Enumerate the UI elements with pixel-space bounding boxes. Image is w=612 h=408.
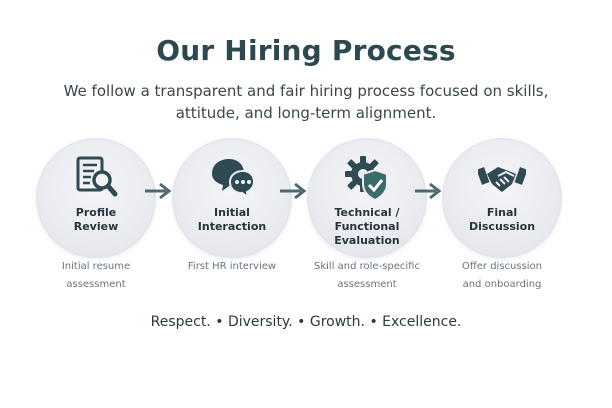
step-description: Initial resume assessment	[31, 258, 161, 294]
resume-magnifier-icon	[76, 156, 118, 197]
values-tagline: Respect. • Diversity. • Growth. • Excell…	[0, 314, 612, 330]
subtitle-line-2: attitude, and long-term alignment.	[175, 104, 437, 122]
step-description: First HR interview	[167, 258, 297, 276]
step-label-line: Functional	[334, 220, 400, 233]
step-initial-interaction: Initial Interaction	[174, 140, 290, 256]
step-label: Final Discussion	[448, 206, 556, 234]
arrow-right-icon	[145, 182, 172, 200]
step-label: Profile Review	[42, 206, 150, 234]
step-final-discussion: Final Discussion	[444, 140, 560, 256]
step-label: Initial Interaction	[178, 206, 286, 234]
step-description-line: Initial resume	[61, 261, 131, 272]
value-diversity: Diversity.	[227, 314, 293, 330]
step-description-line: First HR interview	[187, 261, 277, 272]
value-respect: Respect.	[150, 314, 211, 330]
step-description-line: Skill and role-specific	[314, 261, 420, 272]
arrow-right-icon	[415, 182, 442, 200]
value-separator: •	[297, 314, 306, 330]
step-label-line: Interaction	[197, 220, 267, 233]
gear-shield-check-icon	[345, 156, 388, 202]
step-label-line: Evaluation	[334, 234, 400, 247]
value-separator: •	[215, 314, 224, 330]
step-label: Technical / Functional Evaluation	[313, 206, 421, 248]
step-label-line: Discussion	[468, 220, 536, 233]
step-label-line: Review	[73, 220, 119, 233]
step-description-line: assessment	[66, 279, 126, 290]
step-description: Offer discussion and onboarding	[437, 258, 567, 294]
step-label-line: Profile	[75, 206, 117, 219]
chat-bubbles-icon	[212, 159, 256, 200]
step-description-line: and onboarding	[462, 279, 542, 290]
step-label-line: Technical /	[334, 206, 400, 219]
step-description-line: assessment	[337, 279, 397, 290]
subtitle-line-1: We follow a transparent and fair hiring …	[63, 82, 549, 100]
step-label-line: Final	[486, 206, 518, 219]
step-description: Skill and role-specific assessment	[302, 258, 432, 294]
arrow-right-icon	[280, 182, 307, 200]
page-subtitle: We follow a transparent and fair hiring …	[40, 80, 572, 124]
handshake-icon	[478, 167, 526, 192]
value-growth: Growth.	[309, 314, 365, 330]
step-profile-review: Profile Review	[38, 140, 154, 256]
step-description-line: Offer discussion	[461, 261, 543, 272]
step-technical-evaluation: Technical / Functional Evaluation	[309, 140, 425, 256]
page-title: Our Hiring Process	[156, 34, 456, 67]
step-label-line: Initial	[214, 206, 250, 219]
value-excellence: Excellence.	[382, 314, 462, 330]
value-separator: •	[369, 314, 378, 330]
